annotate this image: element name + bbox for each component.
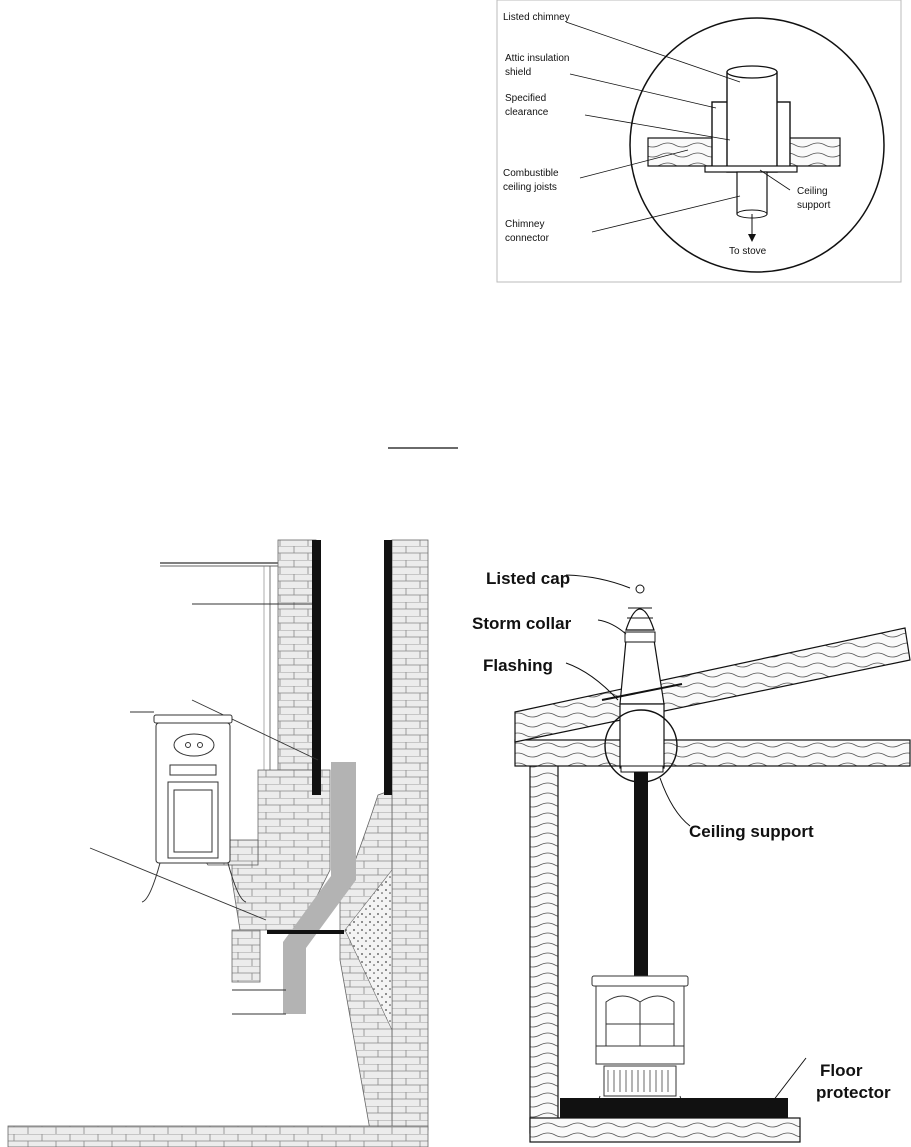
stove-pipe xyxy=(634,772,648,977)
label-to-stove: To stove xyxy=(729,246,767,257)
ceiling-support-detail: Listed chimney Attic insulation shield S… xyxy=(496,0,902,283)
label-attic-shield-line1: Attic insulation xyxy=(505,53,569,64)
flue-pipe-right xyxy=(384,540,392,795)
label-joists-line1: Combustible xyxy=(503,168,559,179)
chimney-brick-front xyxy=(277,539,317,771)
exterior-wall xyxy=(529,754,559,1134)
through-ceiling-installation: Listed cap Storm collar Flashing Ceiling… xyxy=(472,569,911,1143)
fireplace-installation xyxy=(7,539,429,1147)
label-storm-collar: Storm collar xyxy=(472,614,572,633)
label-joists-line2: ceiling joists xyxy=(503,182,557,193)
floor xyxy=(529,1117,801,1143)
label-listed-chimney: Listed chimney xyxy=(503,12,570,23)
label-floor-protector-line2: protector xyxy=(816,1083,891,1102)
label-clearance-line2: clearance xyxy=(505,107,549,118)
label-connector-line2: connector xyxy=(505,233,550,244)
detail-circle xyxy=(629,17,885,273)
chimney-liner xyxy=(283,762,356,1014)
label-attic-shield-line2: shield xyxy=(505,67,531,78)
floor-bricks xyxy=(7,1125,429,1147)
ceiling-support-plate xyxy=(704,165,798,173)
stove-left xyxy=(130,711,247,903)
roof-deck xyxy=(514,627,911,743)
listed-cap xyxy=(625,584,655,631)
stove-right xyxy=(591,975,689,1113)
rear-brick-wall xyxy=(391,539,429,1131)
label-clearance-line1: Specified xyxy=(505,93,546,104)
chimney-connector xyxy=(736,171,768,215)
label-connector-line1: Chimney xyxy=(505,219,544,230)
inset-frame xyxy=(496,0,902,283)
label-floor-protector-line1: Floor xyxy=(820,1061,863,1080)
label-ceiling-support-line2: support xyxy=(797,200,831,211)
floor-protector xyxy=(560,1098,788,1118)
label-flashing: Flashing xyxy=(483,656,553,675)
listed-chimney xyxy=(726,71,778,173)
label-listed-cap: Listed cap xyxy=(486,569,570,588)
label-ceiling-support-line1: Ceiling xyxy=(797,186,828,197)
label-ceiling-support: Ceiling support xyxy=(689,822,814,841)
flue-pipe-left xyxy=(312,540,321,795)
ceiling-joist xyxy=(514,739,911,767)
